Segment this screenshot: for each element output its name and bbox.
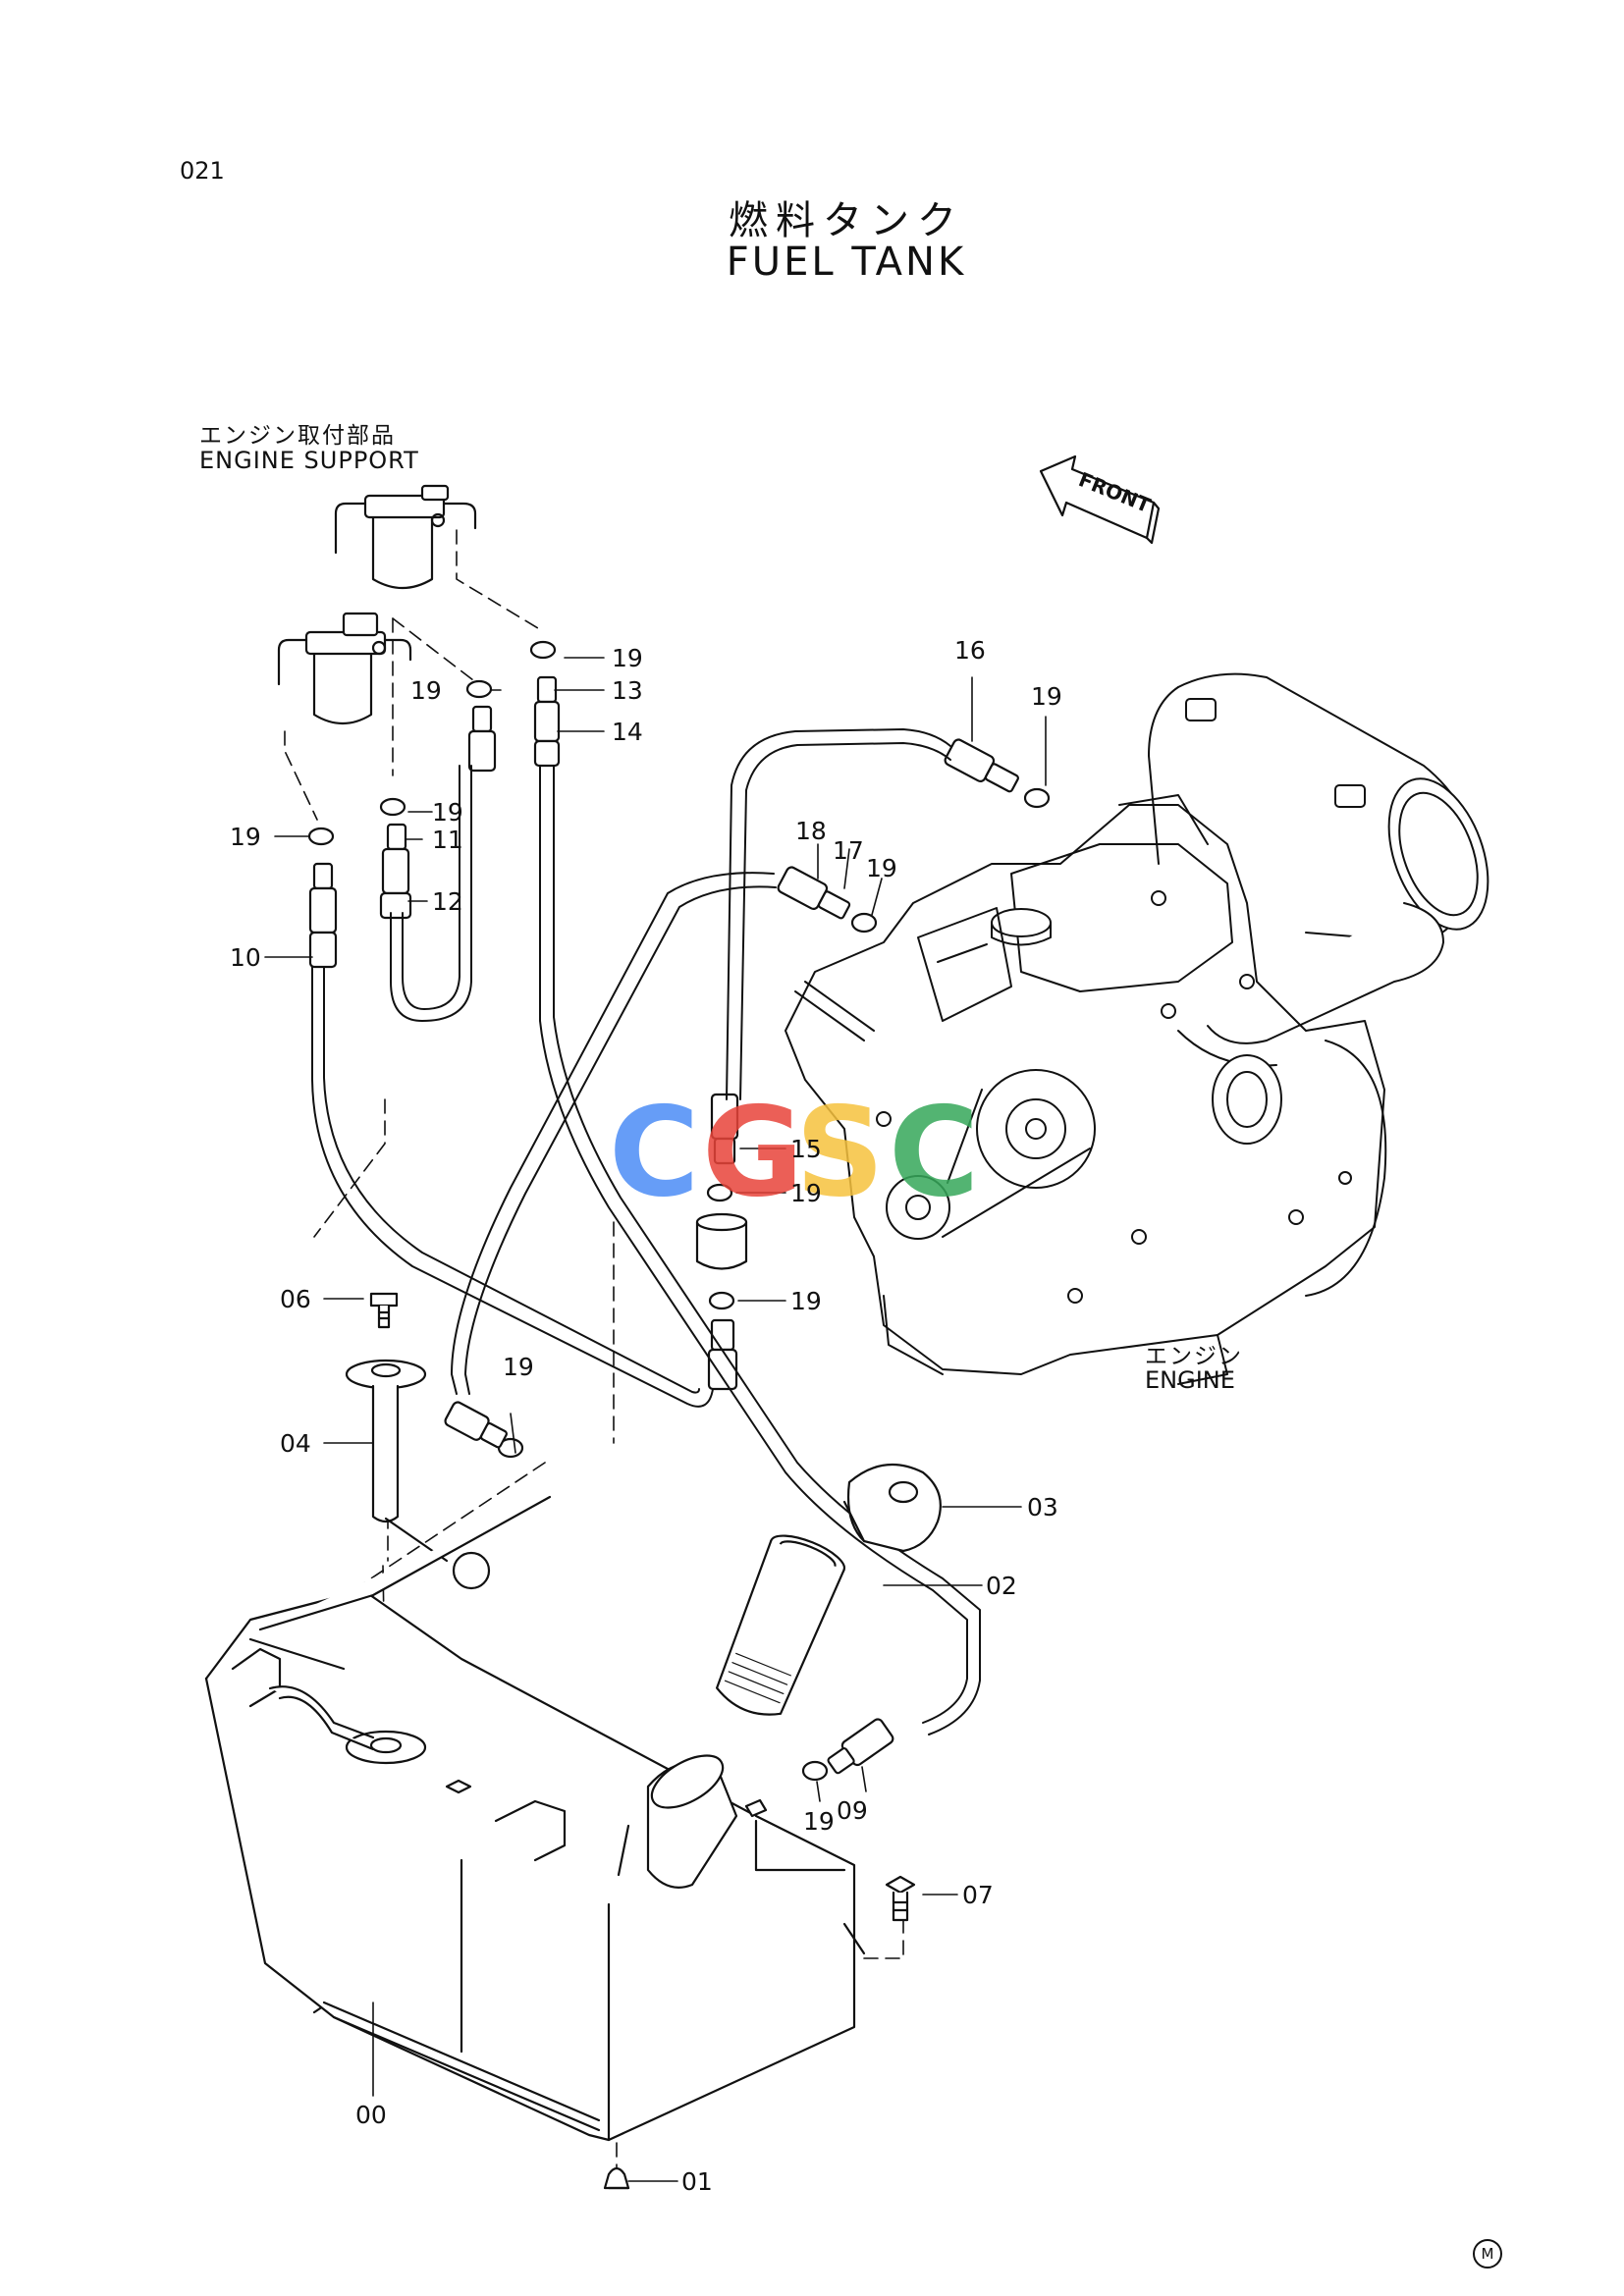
callout-04: 04 bbox=[280, 1429, 311, 1458]
callout-19: 19 bbox=[503, 1353, 534, 1381]
filler-cap bbox=[842, 1463, 942, 1553]
callout-07: 07 bbox=[962, 1881, 994, 1909]
corner-mark: M bbox=[1473, 2239, 1502, 2269]
watermark-letter-g: G bbox=[702, 1080, 804, 1224]
callout-19: 19 bbox=[866, 854, 897, 882]
filler-strainer bbox=[715, 1534, 846, 1716]
sedimenter bbox=[695, 1212, 748, 1270]
page-number: 021 bbox=[180, 157, 225, 185]
callout-19: 19 bbox=[612, 644, 643, 672]
callout-19: 19 bbox=[230, 823, 261, 851]
upper-fuel-filter bbox=[334, 484, 477, 589]
callout-18: 18 bbox=[795, 817, 827, 845]
callout-19: 19 bbox=[803, 1807, 835, 1836]
callout-12: 12 bbox=[432, 887, 463, 916]
callout-16: 16 bbox=[954, 636, 986, 665]
callout-19: 19 bbox=[432, 798, 463, 827]
hose-clamps bbox=[307, 640, 1051, 1782]
drain-plug bbox=[603, 2166, 630, 2190]
callout-19: 19 bbox=[790, 1287, 822, 1315]
callout-00: 00 bbox=[355, 2101, 387, 2129]
callout-02: 02 bbox=[986, 1572, 1017, 1600]
callout-10: 10 bbox=[230, 943, 261, 972]
watermark-letter-s: S bbox=[795, 1080, 885, 1224]
callout-01: 01 bbox=[681, 2167, 713, 2196]
watermark: C G S C bbox=[609, 1080, 1021, 1224]
callout-19: 19 bbox=[1031, 682, 1062, 711]
callout-06: 06 bbox=[280, 1285, 311, 1313]
engine-assembly bbox=[785, 672, 1489, 1385]
callout-leaders bbox=[264, 657, 1047, 2182]
callout-19: 19 bbox=[790, 1179, 822, 1207]
watermark-letter-c2: C bbox=[889, 1080, 980, 1224]
page-title-jp: 燃料タンク bbox=[729, 198, 964, 243]
bolt-07 bbox=[885, 1875, 916, 1922]
watermark-letter-c1: C bbox=[609, 1080, 700, 1224]
engine-support-label-jp: エンジン取付部品 bbox=[199, 423, 396, 449]
page-title-en: FUEL TANK bbox=[726, 240, 967, 285]
hose-fittings bbox=[308, 675, 1019, 1775]
fuel-hoses bbox=[311, 728, 981, 1735]
callout-15: 15 bbox=[790, 1135, 822, 1163]
engine-label-jp: エンジン bbox=[1145, 1344, 1243, 1369]
lower-fuel-filter bbox=[277, 612, 412, 724]
callout-11: 11 bbox=[432, 826, 463, 854]
callout-17: 17 bbox=[833, 836, 864, 865]
fuel-tank-body bbox=[204, 1495, 866, 2142]
front-arrow-icon: FRONT bbox=[1039, 454, 1161, 545]
fuel-level-gauge bbox=[345, 1292, 491, 1590]
callout-09: 09 bbox=[837, 1796, 868, 1825]
callout-03: 03 bbox=[1027, 1493, 1058, 1522]
callout-19: 19 bbox=[410, 676, 442, 705]
engine-support-label-en: ENGINE SUPPORT bbox=[199, 447, 419, 474]
engine-label-en: ENGINE bbox=[1145, 1366, 1235, 1394]
callout-14: 14 bbox=[612, 718, 643, 746]
callout-13: 13 bbox=[612, 676, 643, 705]
